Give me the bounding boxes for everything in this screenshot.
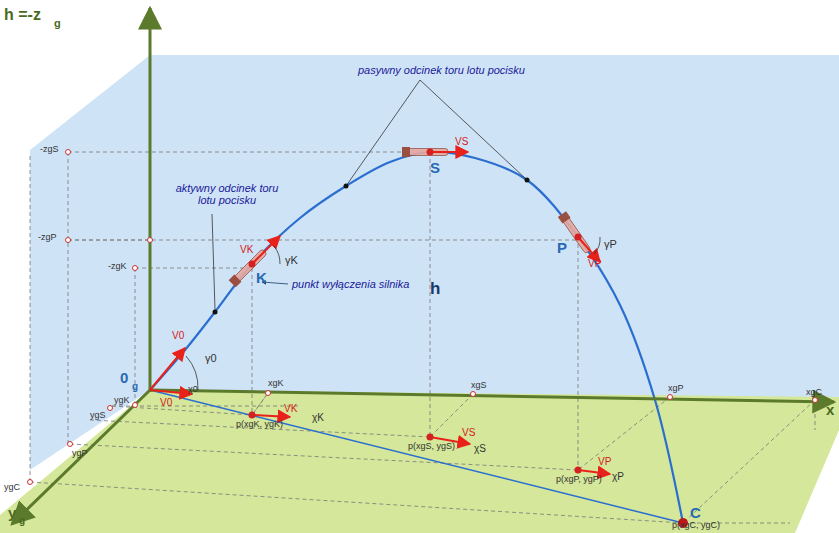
label: γK [285,254,298,266]
label: xgK [268,379,284,389]
leader-lines [212,80,527,310]
label: χP [612,471,624,482]
label: p(xgP, ygP) [556,475,602,485]
ground-plane [0,390,839,533]
label: V0 [172,330,184,341]
label: y [8,505,16,522]
h-axis [149,8,152,392]
label: χ0 [188,385,198,395]
label: ygC [4,483,20,493]
label: γP [604,238,617,250]
label: P [557,240,567,257]
guide-lines [30,152,815,523]
label: p(xgS, ygS) [408,442,455,452]
label: ygP [72,449,88,459]
label: aktywny odcinek toru lotu pocisku [168,182,286,206]
label: γ0 [205,352,217,364]
label: p(xgK, ygK) [236,420,283,430]
label: K [256,270,267,287]
label: xgS [471,381,487,391]
label: VK [240,244,253,255]
label: C [690,505,701,522]
points [28,149,818,529]
label: VS [462,427,475,438]
label: punkt wyłączenia silnika [292,278,409,290]
rocket-symbols [229,147,593,287]
label: -zgS [40,145,59,155]
label: 0 [120,370,128,387]
label: x [826,402,834,419]
label: VS [455,136,468,147]
label: xgC [806,388,822,398]
label: VK [284,403,297,414]
label: χK [312,412,324,423]
label: -zgK [108,262,127,272]
label: h [430,280,440,299]
label: xgP [668,384,684,394]
label: p(xgC, ygC) [672,521,720,531]
label: VP [598,456,611,467]
x-axis [150,390,834,402]
label: χS [474,443,486,454]
y-axis [12,390,150,524]
trajectory [150,152,683,523]
velocity-vectors [150,152,610,474]
label: g [19,515,25,526]
label: -zgP [38,233,57,243]
label: h =-z [4,6,41,24]
label: S [430,160,440,177]
label: ygS [90,411,106,421]
label: g [54,17,61,29]
label: g [132,381,138,392]
label: pasywny odcinek toru lotu pocisku [358,64,525,76]
ground-track [150,390,683,523]
label: V0 [160,397,172,408]
label: ygK [114,396,130,406]
label: VP [588,258,601,269]
